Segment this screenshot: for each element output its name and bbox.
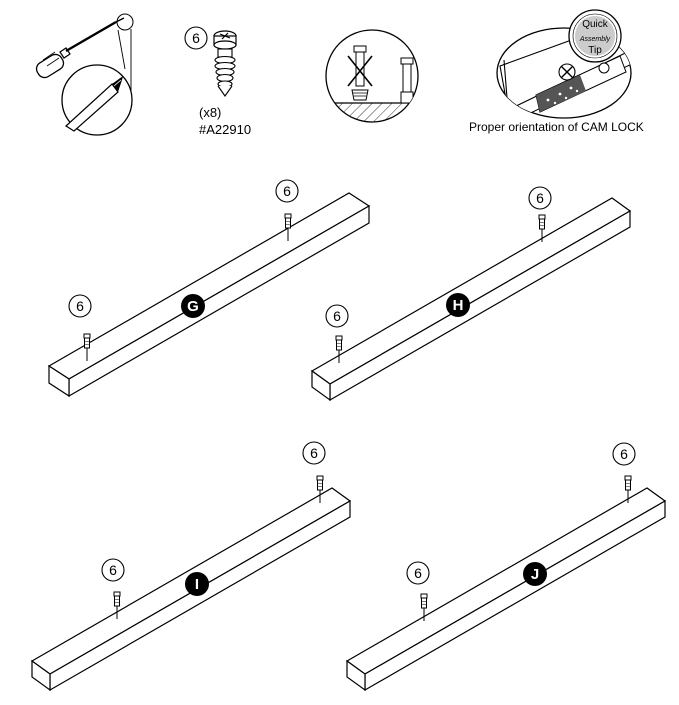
svg-text:6: 6 — [283, 183, 291, 199]
svg-text:I: I — [195, 576, 199, 593]
svg-text:6: 6 — [76, 298, 84, 314]
rail-letter-badge: G — [181, 294, 205, 318]
svg-text:6: 6 — [109, 562, 117, 578]
part-number-badge: 6 — [68, 294, 92, 318]
part-number-badge: 6 — [528, 186, 552, 210]
quick-assembly-tip-badge: Quick Assembly Tip — [568, 9, 622, 63]
part-number-badge: 6 — [184, 26, 208, 50]
svg-text:Tip: Tip — [588, 45, 602, 56]
rail-letter-badge: J — [523, 562, 547, 586]
svg-text:6: 6 — [620, 446, 628, 462]
part-number-badge: 6 — [325, 304, 349, 328]
svg-text:6: 6 — [333, 308, 341, 324]
svg-text:6: 6 — [192, 30, 200, 46]
cam-lock-caption: Proper orientation of CAM LOCK — [469, 120, 644, 134]
part-number-badge: 6 — [406, 561, 430, 585]
svg-text:G: G — [187, 298, 199, 315]
svg-text:6: 6 — [310, 445, 318, 461]
svg-text:Quick: Quick — [582, 19, 609, 30]
svg-text:H: H — [453, 297, 464, 314]
part-number-badge: 6 — [101, 558, 125, 582]
rail-letter-badge: I — [185, 572, 209, 596]
screwdriver-tip-magnifier-icon — [61, 13, 134, 136]
svg-text:6: 6 — [414, 565, 422, 581]
svg-text:J: J — [531, 566, 539, 583]
part-number-badge: 6 — [612, 442, 636, 466]
screwdriver-icon — [35, 17, 125, 79]
svg-text:Assembly: Assembly — [579, 36, 611, 43]
cam-lock-orientation-icon — [496, 27, 632, 119]
rail-i: 6 6 I — [30, 441, 352, 692]
part-number-badge: 6 — [275, 179, 299, 203]
rail-h: 6 6 H — [310, 186, 632, 402]
correct-incorrect-installation-icon — [325, 29, 419, 123]
svg-text:6: 6 — [536, 190, 544, 206]
rail-g: 6 6 G — [47, 179, 371, 398]
rail-j: 6 6 J — [345, 442, 667, 692]
quantity-label: (x8) — [199, 105, 221, 120]
part-number-badge: 6 — [302, 441, 326, 465]
part-code-label: #A22910 — [199, 122, 251, 137]
rail-letter-badge: H — [446, 293, 470, 317]
cam-bolt-icon — [213, 30, 237, 97]
